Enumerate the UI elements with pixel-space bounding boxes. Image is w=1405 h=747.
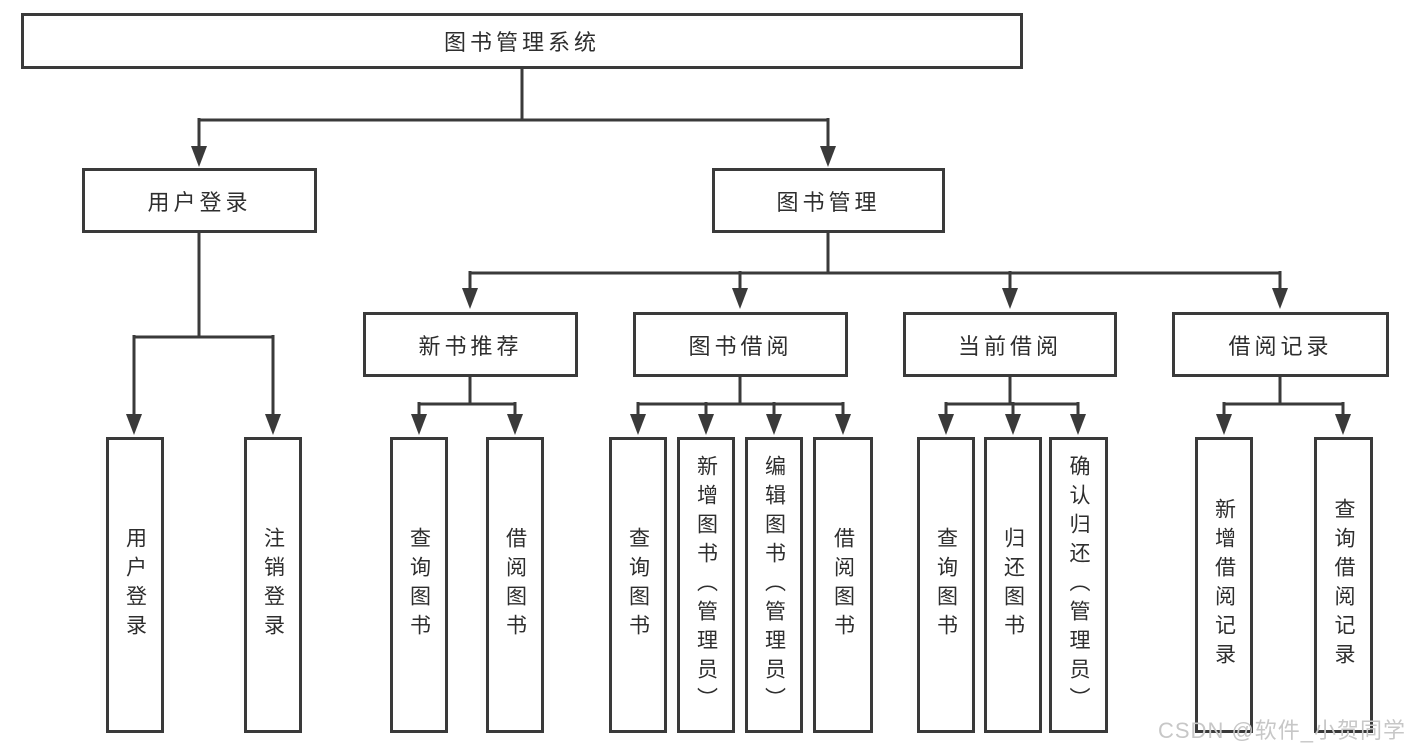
node-new-book-recommend-label: 新书推荐 — [418, 333, 523, 359]
node-borrow-query-books: 查询图书 — [609, 437, 667, 733]
node-book-management: 图书管理 — [712, 168, 945, 233]
node-records-query-record-label: 查询借阅记录 — [1332, 498, 1355, 672]
node-records-query-record: 查询借阅记录 — [1314, 437, 1373, 733]
node-borrow-query-books-label: 查询图书 — [626, 527, 650, 643]
node-records-add-record: 新增借阅记录 — [1195, 437, 1253, 733]
node-borrow-records-label: 借阅记录 — [1228, 333, 1333, 359]
node-current-return-books: 归还图书 — [984, 437, 1042, 733]
node-root-label: 图书管理系统 — [443, 30, 600, 55]
node-new-book-recommend: 新书推荐 — [363, 312, 578, 377]
node-current-confirm-return-admin-label: 确认归还（管理员） — [1067, 454, 1090, 716]
node-login: 用户登录 — [106, 437, 164, 733]
node-borrow-edit-books-admin: 编辑图书（管理员） — [745, 437, 803, 733]
csdn-watermark: CSDN @软件_小贺同学 — [1158, 718, 1405, 743]
node-recommend-query-books: 查询图书 — [390, 437, 448, 733]
node-login-label: 用户登录 — [123, 527, 147, 643]
node-recommend-borrow-books: 借阅图书 — [486, 437, 544, 733]
node-user-login: 用户登录 — [82, 168, 317, 233]
node-current-confirm-return-admin: 确认归还（管理员） — [1049, 437, 1108, 733]
node-borrow-add-books-admin: 新增图书（管理员） — [677, 437, 735, 733]
node-borrow-edit-books-admin-label: 编辑图书（管理员） — [762, 454, 786, 716]
node-borrow-borrow-books: 借阅图书 — [813, 437, 873, 733]
node-current-borrow: 当前借阅 — [903, 312, 1117, 377]
node-current-return-books-label: 归还图书 — [1001, 527, 1025, 643]
node-recommend-query-books-label: 查询图书 — [407, 527, 431, 643]
node-borrow-records: 借阅记录 — [1172, 312, 1389, 377]
node-logout-label: 注销登录 — [261, 527, 285, 643]
node-borrow-borrow-books-label: 借阅图书 — [831, 527, 855, 643]
arrowheads — [126, 146, 1351, 435]
node-book-management-label: 图书管理 — [776, 189, 881, 215]
node-book-borrow: 图书借阅 — [633, 312, 848, 377]
node-logout: 注销登录 — [244, 437, 302, 733]
node-current-query-books-label: 查询图书 — [934, 527, 958, 643]
node-current-query-books: 查询图书 — [917, 437, 975, 733]
node-recommend-borrow-books-label: 借阅图书 — [503, 527, 527, 643]
node-book-borrow-label: 图书借阅 — [688, 333, 793, 359]
node-current-borrow-label: 当前借阅 — [957, 333, 1062, 359]
node-records-add-record-label: 新增借阅记录 — [1212, 498, 1236, 672]
node-root: 图书管理系统 — [21, 13, 1023, 69]
node-user-login-label: 用户登录 — [147, 189, 252, 215]
node-borrow-add-books-admin-label: 新增图书（管理员） — [694, 454, 718, 716]
